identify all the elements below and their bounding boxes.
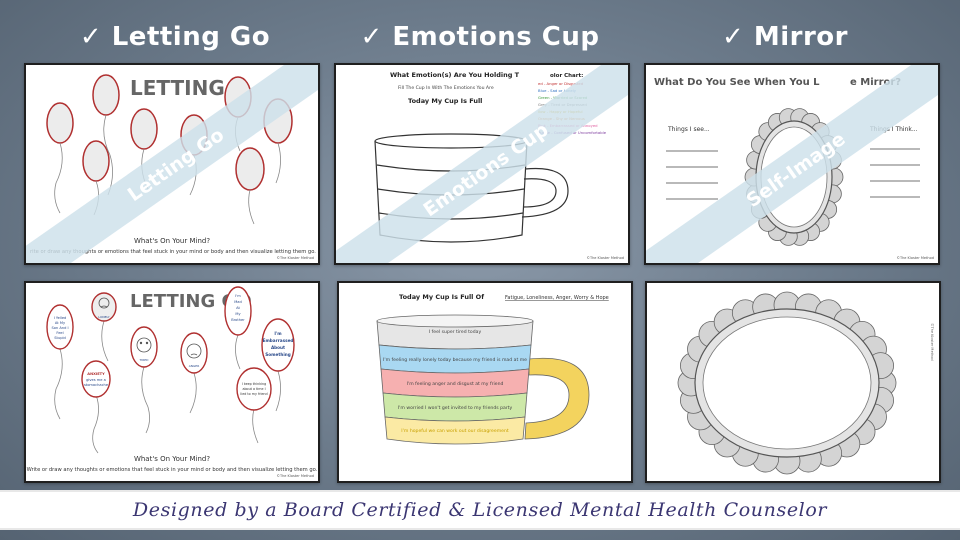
balloon [46,304,74,350]
letting-go-example-worksheet: LETTING GO I Yelled At My Son And I Fee [24,281,320,483]
balloon-text: Brother [231,318,245,322]
balloon-text: At [236,306,240,310]
color-chart-title: olor Chart: [550,73,583,79]
balloon-text: At My [55,321,66,325]
column-title-emotions-cup: ✓ Emotions Cup [360,22,600,52]
footer-text: Designed by a Board Certified & Licensed… [132,499,828,521]
color-chart-item: ed - Anger or Disgusted [538,81,584,86]
balloon [81,360,111,398]
balloon-text: I keep thinking [242,382,266,386]
worksheet-prompt: What's On Your Mind? [134,455,210,463]
cup-layer [384,416,526,445]
balloon-text: ANXIETY [87,372,105,376]
worksheet-subtitle: Fill The Cup In With The Emotions You Ar… [398,85,494,91]
balloon-text: lied to my friend [240,392,267,396]
mirror-frame [677,291,897,475]
balloon-text: Something [265,352,291,357]
cup-layer-text: I feel super tired today [429,329,482,335]
balloon-text: Mad [234,300,242,304]
cup-layer-text: I'm hopeful we can work out our disagree… [401,428,509,434]
worksheet-title: What Do You See When You L [654,77,820,88]
balloon [82,140,110,182]
balloon-text: LONELY [98,315,109,319]
balloon-text: Stupid [54,336,66,340]
worksheet-prompt: What's On Your Mind? [134,237,210,245]
balloon-text: Embarrassed [263,338,294,343]
balloon [91,292,117,322]
balloon [130,108,158,150]
cup-handle [524,357,590,440]
balloon-text: gives me a [86,378,106,382]
balloon [92,74,120,116]
mirror-frame-worksheet: ©The Kloster Method [645,281,941,483]
balloon-text: I Yelled [54,316,67,320]
balloon [235,147,265,191]
balloon-text: TIRED [138,358,149,362]
balloon-text: I'm [274,331,282,336]
cup-layer-text: I'm feeling really lonely today because … [383,357,527,363]
copyright-text: ©The Kloster Method [276,256,314,260]
face-drawings [98,297,202,359]
writing-lines [666,148,920,200]
worksheet-instructions: Write or draw any thoughts or emotions t… [27,467,318,473]
worksheet-title: LETTING GO [130,291,252,312]
color-chart-item: Blue - Sad or Lonely [538,88,577,93]
copyright-text: ©The Kloster Method [586,256,624,260]
copyright-text: ©The Kloster Method [930,323,934,361]
balloon-text: ANGER [189,364,200,368]
balloon [180,332,208,374]
filled-cup [376,314,590,445]
copyright-text: ©The Kloster Method [276,474,314,478]
balloon-text: About [271,345,285,350]
balloon-text: My [235,312,241,316]
cup-layer-text: I'm worried I won't get invited to my fr… [398,405,513,411]
letting-go-blank-worksheet: LETTING G What's On Your Mind? rite or d… [24,63,320,265]
right-label: Things I Think... [869,126,918,133]
balloon-text: stomachache [84,383,109,387]
cup-layer-text: I'm feeling anger and disgust at my frie… [407,381,504,387]
balloon-text: about a time I [242,387,265,391]
column-title-mirror: ✓ Mirror [722,22,848,52]
worksheet-title-end: e Mirror? [850,77,901,88]
balloon [236,367,272,411]
worksheet-title: What Emotion(s) Are You Holding T [390,71,520,79]
column-title-letting-go: ✓ Letting Go [79,22,271,52]
balloon [224,286,252,336]
worksheet-instructions: rite or draw any thoughts or emotions th… [30,249,316,255]
balloon-text: I'm [235,294,241,298]
mirror-blank-worksheet: What Do You See When You L e Mirror? Thi… [644,63,940,265]
emotions-cup-example-worksheet: Today My Cup Is Full Of Fatigue, Lonelin… [337,281,633,483]
balloon-text: Feel [56,331,63,335]
emotions-cup-blank-worksheet: What Emotion(s) Are You Holding T Fill T… [334,63,630,265]
balloon [261,318,295,372]
footer-banner: Designed by a Board Certified & Licensed… [0,490,960,530]
copyright-text: ©The Kloster Method [896,256,934,260]
worksheet-title: Today My Cup Is Full Of [399,293,484,301]
left-label: Things I see... [667,126,710,133]
balloon [130,326,158,368]
worksheet-title-fill: Fatigue, Loneliness, Anger, Worry & Hope [505,295,609,301]
balloon-text: Son And I [51,326,68,330]
cup-label: Today My Cup Is Full [408,97,482,105]
balloon [46,102,74,144]
